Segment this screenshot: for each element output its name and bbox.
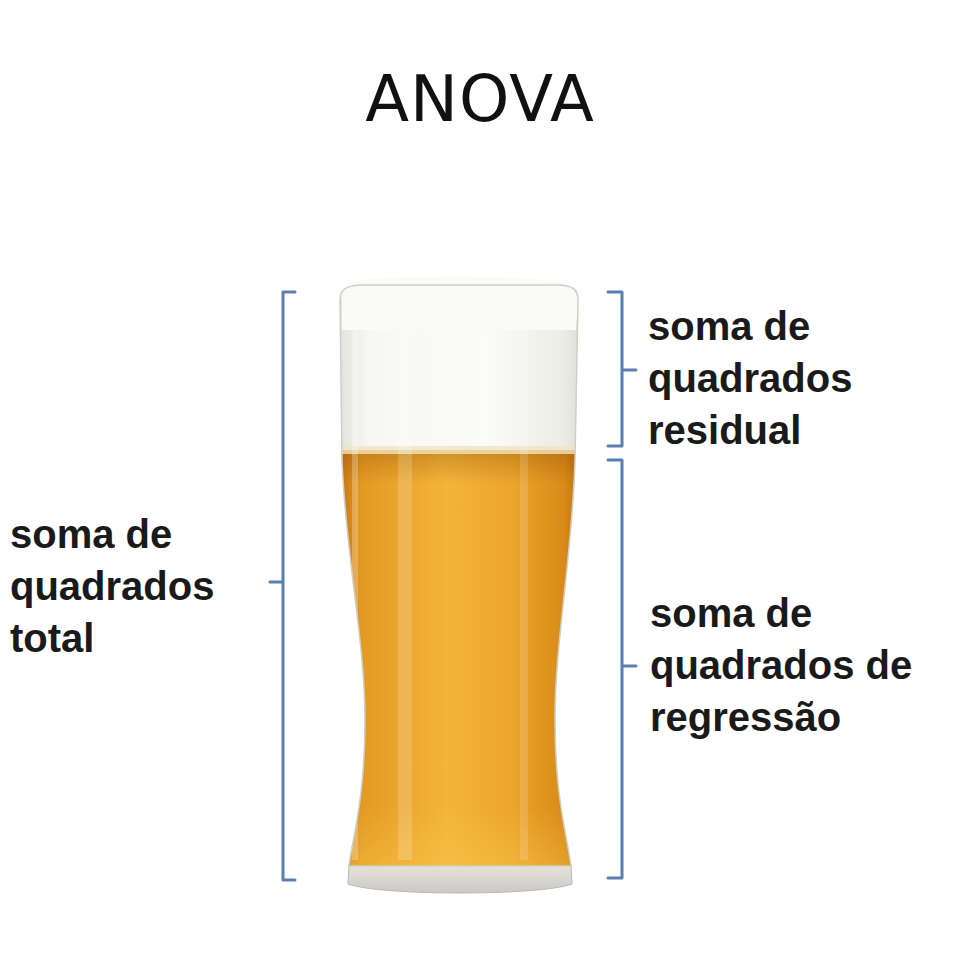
title-holder: ANOVA <box>0 62 960 136</box>
bracket-label: soma de quadrados total <box>10 508 255 664</box>
bracket-total <box>270 292 295 880</box>
bracket-residual <box>608 292 636 446</box>
bracket-regression <box>608 460 636 878</box>
label-holder: soma de quadrados de regressão <box>650 587 950 743</box>
bracket-label: soma de quadrados residual <box>648 300 898 456</box>
beer-glass <box>330 277 590 893</box>
label-holder: soma de quadrados total <box>10 508 255 664</box>
title: ANOVA <box>0 62 960 136</box>
bracket-label: soma de quadrados de regressão <box>650 587 950 743</box>
label-holder: soma de quadrados residual <box>648 300 898 456</box>
